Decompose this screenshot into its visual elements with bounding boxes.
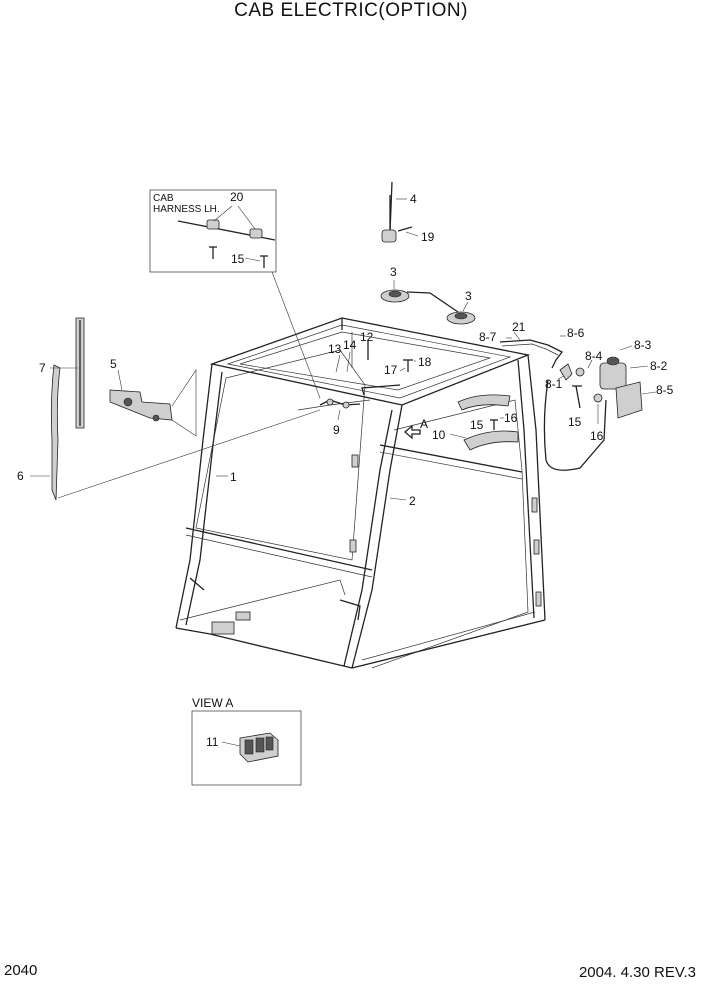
inset-harness-label-1: CAB bbox=[153, 193, 174, 204]
page-title: CAB ELECTRIC(OPTION) bbox=[234, 0, 468, 21]
callout-5: 5 bbox=[110, 357, 117, 371]
inset-view-a: VIEW A 11 bbox=[191, 696, 302, 786]
callout-18: 18 bbox=[418, 355, 432, 369]
clip-right bbox=[249, 228, 263, 239]
page-number: 2040 bbox=[4, 962, 38, 979]
inset-view-a-label: VIEW A bbox=[192, 696, 233, 710]
callout-3-left: 3 bbox=[390, 265, 397, 279]
revision-date: 2004. 4.30 REV.3 bbox=[578, 964, 696, 981]
antenna: 4 19 bbox=[381, 181, 435, 244]
callout-3-right: 3 bbox=[465, 289, 472, 303]
callout-10: 10 bbox=[432, 428, 446, 442]
callout-8-1: 8-1 bbox=[545, 377, 563, 391]
callout-8-3: 8-3 bbox=[634, 338, 652, 352]
callout-19: 19 bbox=[421, 230, 435, 244]
callout-15-inset: 15 bbox=[231, 252, 245, 266]
wiper-motor bbox=[109, 389, 173, 421]
cab-frame: 1 2 bbox=[175, 317, 546, 669]
callout-4: 4 bbox=[410, 192, 417, 206]
clip-left bbox=[206, 219, 220, 230]
wiper-assembly: 7 6 5 bbox=[17, 317, 321, 501]
callout-15-lamp: 15 bbox=[470, 418, 484, 432]
callout-14: 14 bbox=[343, 338, 357, 352]
callout-11: 11 bbox=[206, 735, 219, 749]
callout-8-6: 8-6 bbox=[567, 326, 585, 340]
inset-harness-box: CAB HARNESS LH. 20 15 bbox=[149, 189, 277, 273]
callout-8-5: 8-5 bbox=[656, 383, 674, 397]
callout-7: 7 bbox=[39, 361, 46, 375]
callout-8-2: 8-2 bbox=[650, 359, 668, 373]
callout-13: 13 bbox=[328, 342, 342, 356]
callout-21: 21 bbox=[512, 320, 526, 334]
callout-15-beacon: 15 bbox=[568, 415, 582, 429]
view-a-arrow bbox=[404, 424, 421, 440]
callout-8-7: 8-7 bbox=[479, 330, 497, 344]
roof-items: 12 13 14 17 18 9 bbox=[319, 330, 432, 437]
callout-16-lamp: 16 bbox=[504, 411, 518, 425]
callout-A: A bbox=[420, 417, 428, 431]
callout-9: 9 bbox=[333, 423, 340, 437]
beacon-lamp: 8-7 21 8-6 8-1 8-2 8-3 8-4 8-5 15 16 bbox=[479, 320, 674, 471]
callout-1: 1 bbox=[230, 470, 237, 484]
callout-17: 17 bbox=[384, 363, 398, 377]
speakers: 3 3 bbox=[380, 265, 476, 325]
callout-20: 20 bbox=[230, 190, 244, 204]
inset-harness-label-2: HARNESS LH. bbox=[153, 204, 220, 215]
wiper-arm bbox=[50, 364, 61, 501]
cab-lamps: 10 15 16 A bbox=[404, 394, 519, 451]
callout-8-4: 8-4 bbox=[585, 349, 603, 363]
callout-16-beacon: 16 bbox=[590, 429, 604, 443]
callout-6: 6 bbox=[17, 469, 24, 483]
callout-2: 2 bbox=[409, 494, 416, 508]
callout-12: 12 bbox=[360, 330, 374, 344]
